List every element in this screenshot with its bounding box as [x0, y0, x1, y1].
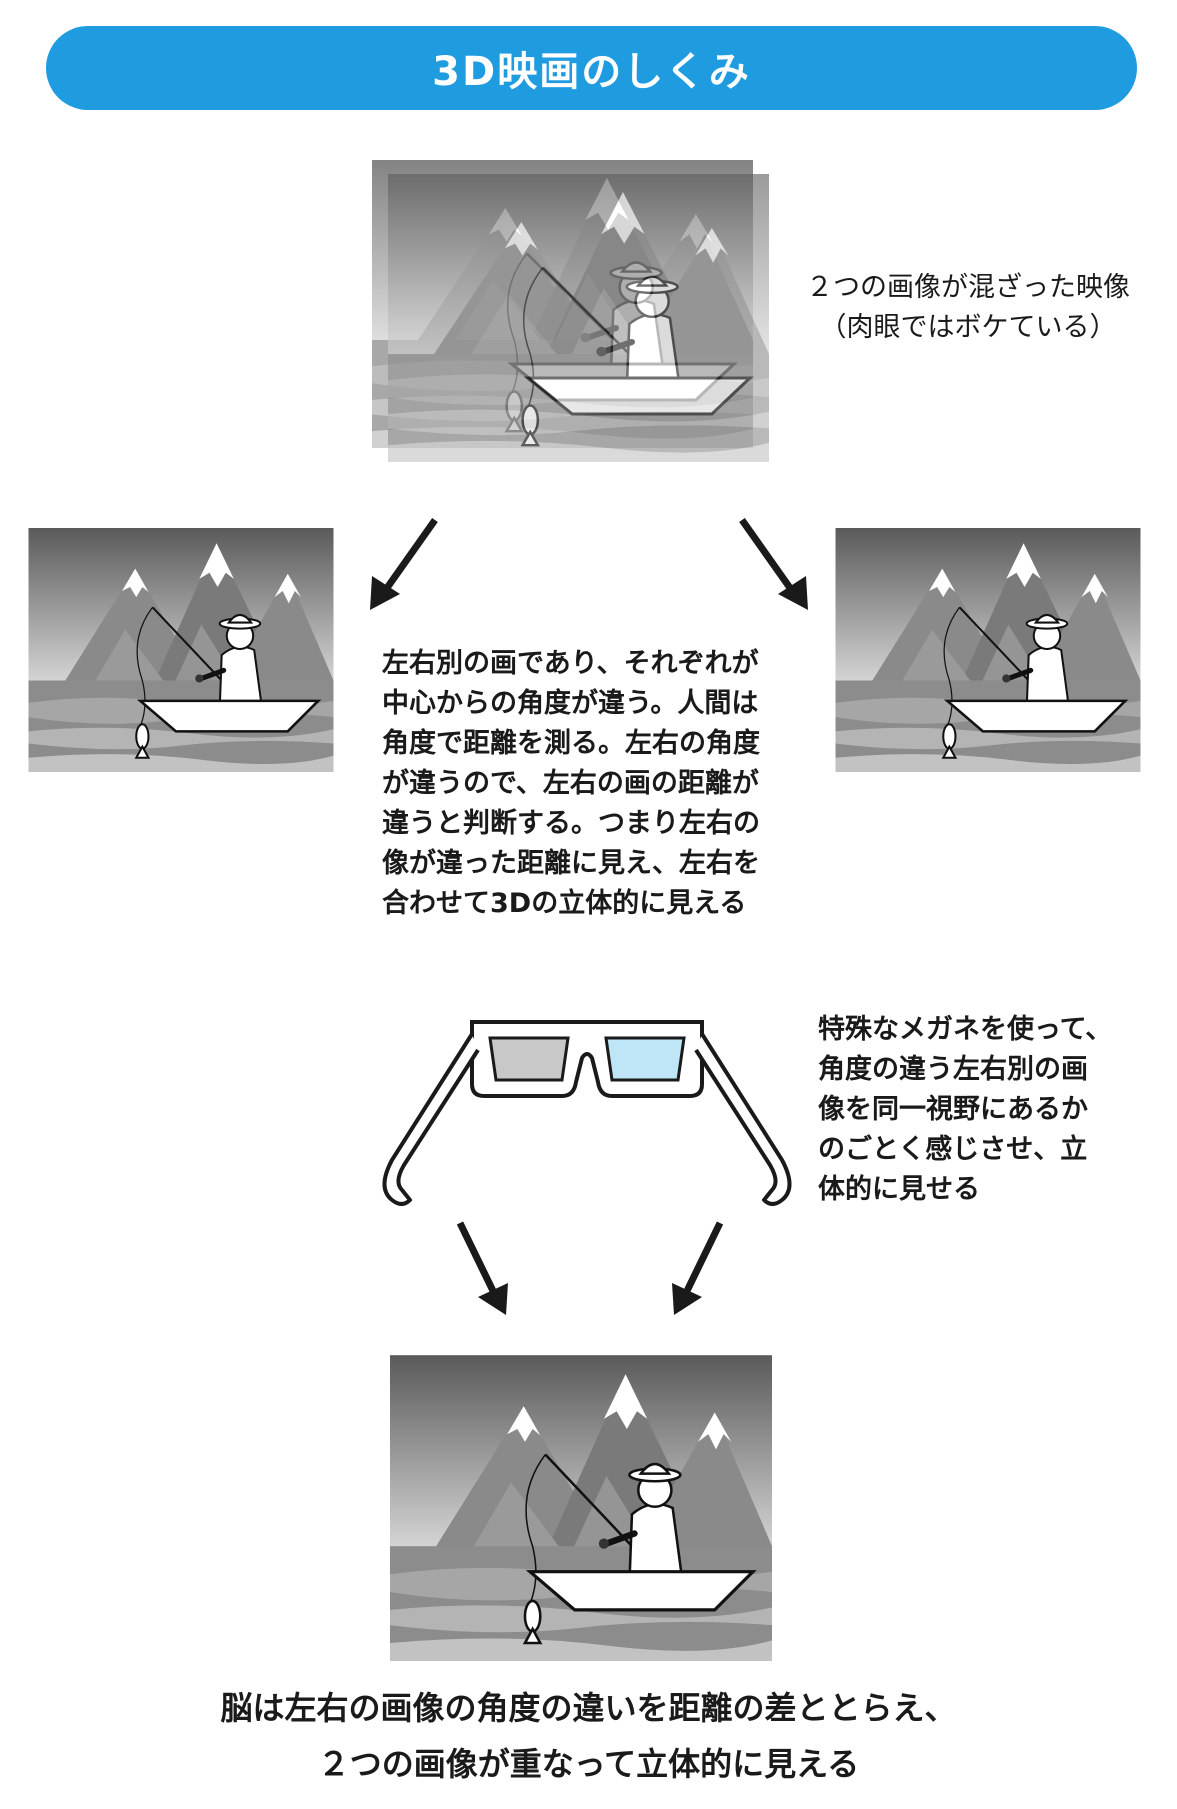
page-title: 3D映画のしくみ: [432, 49, 751, 95]
left-lens: [488, 1036, 570, 1082]
arrow-icon: [672, 1221, 724, 1315]
explanation-line: 左右別の画であり、それぞれが: [382, 648, 759, 679]
3d-result-scene-image: [390, 1355, 772, 1661]
left-eye-scene-image: [28, 528, 334, 772]
glasses-caption-line: のごとく感じさせ、立: [818, 1134, 1088, 1165]
blend-caption-line: ２つの画像が混ざった映像: [806, 272, 1130, 303]
glasses-caption-line: 特殊なメガネを使って、: [818, 1014, 1113, 1045]
blended-scene-image: [372, 160, 776, 480]
right-lens: [604, 1036, 686, 1082]
explanation-line: 違うと判断する。つまり左右の: [382, 808, 760, 839]
glasses-caption: 特殊なメガネを使って、 角度の違う左右別の画 像を同一視野にあるか のごとく感じ…: [818, 1010, 1158, 1210]
glasses-caption-line: 角度の違う左右別の画: [818, 1054, 1088, 1085]
3d-glasses-icon: [382, 1020, 792, 1206]
explanation-line: 中心からの角度が違う。人間は: [382, 688, 759, 719]
conclusion-line: 脳は左右の画像の角度の違いを距離の差ととらえ、: [220, 1689, 957, 1727]
explanation-line: が違うので、左右の画の距離が: [382, 768, 759, 799]
glasses-caption-line: 体的に見せる: [818, 1174, 980, 1205]
arrow-icon: [370, 517, 438, 610]
title-banner: 3D映画のしくみ: [46, 26, 1137, 110]
right-eye-scene-image: [835, 528, 1141, 772]
explanation-line: 合わせて3Dの立体的に見える: [382, 888, 747, 919]
blend-caption: ２つの画像が混ざった映像 （肉眼ではボケている）: [788, 268, 1148, 348]
blend-caption-line: （肉眼ではボケている）: [819, 312, 1117, 343]
conclusion-caption: 脳は左右の画像の角度の違いを距離の差ととらえ、 ２つの画像が重なって立体的に見え…: [60, 1680, 1117, 1792]
explanation-line: 像が違った距離に見え、左右を: [382, 848, 760, 879]
explanation-caption: 左右別の画であり、それぞれが 中心からの角度が違う。人間は 角度で距離を測る。左…: [382, 644, 802, 924]
arrow-icon: [739, 517, 808, 610]
arrow-icon: [456, 1221, 508, 1315]
conclusion-line: ２つの画像が重なって立体的に見える: [317, 1745, 860, 1783]
glasses-caption-line: 像を同一視野にあるか: [818, 1094, 1088, 1125]
explanation-line: 角度で距離を測る。左右の角度: [382, 728, 760, 759]
